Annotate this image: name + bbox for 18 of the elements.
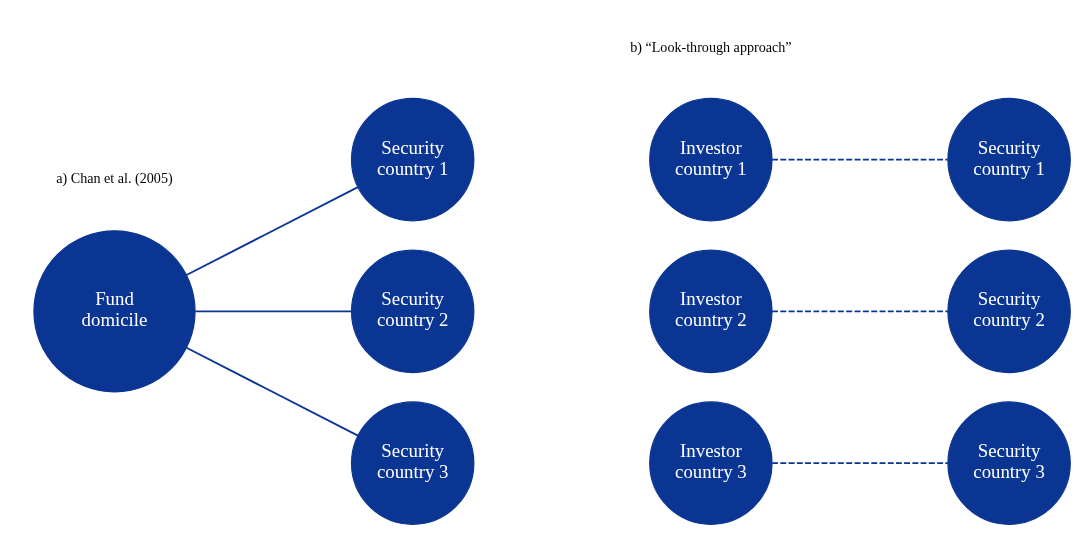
label: b) “Look-through approach” bbox=[630, 38, 792, 55]
node-circle: Security country 2 bbox=[947, 249, 1071, 373]
connector bbox=[771, 309, 949, 312]
node-circle: Investor country 2 bbox=[649, 249, 773, 373]
connector bbox=[185, 346, 359, 437]
node-circle: Security country 2 bbox=[350, 249, 475, 373]
node-circle: Security country 3 bbox=[947, 400, 1071, 525]
node-circle: Security country 1 bbox=[350, 97, 475, 221]
connector bbox=[185, 185, 359, 276]
connector bbox=[771, 461, 949, 464]
connector bbox=[771, 158, 949, 161]
connector bbox=[194, 309, 353, 312]
node-circle: Investor country 1 bbox=[649, 97, 773, 221]
node-circle: Security country 3 bbox=[350, 400, 475, 525]
node-circle: Security country 1 bbox=[947, 97, 1071, 221]
node-circle: Investor country 3 bbox=[649, 400, 773, 525]
node-circle: Fund domicile bbox=[33, 229, 196, 393]
label: a) Chan et al. (2005) bbox=[56, 169, 173, 186]
